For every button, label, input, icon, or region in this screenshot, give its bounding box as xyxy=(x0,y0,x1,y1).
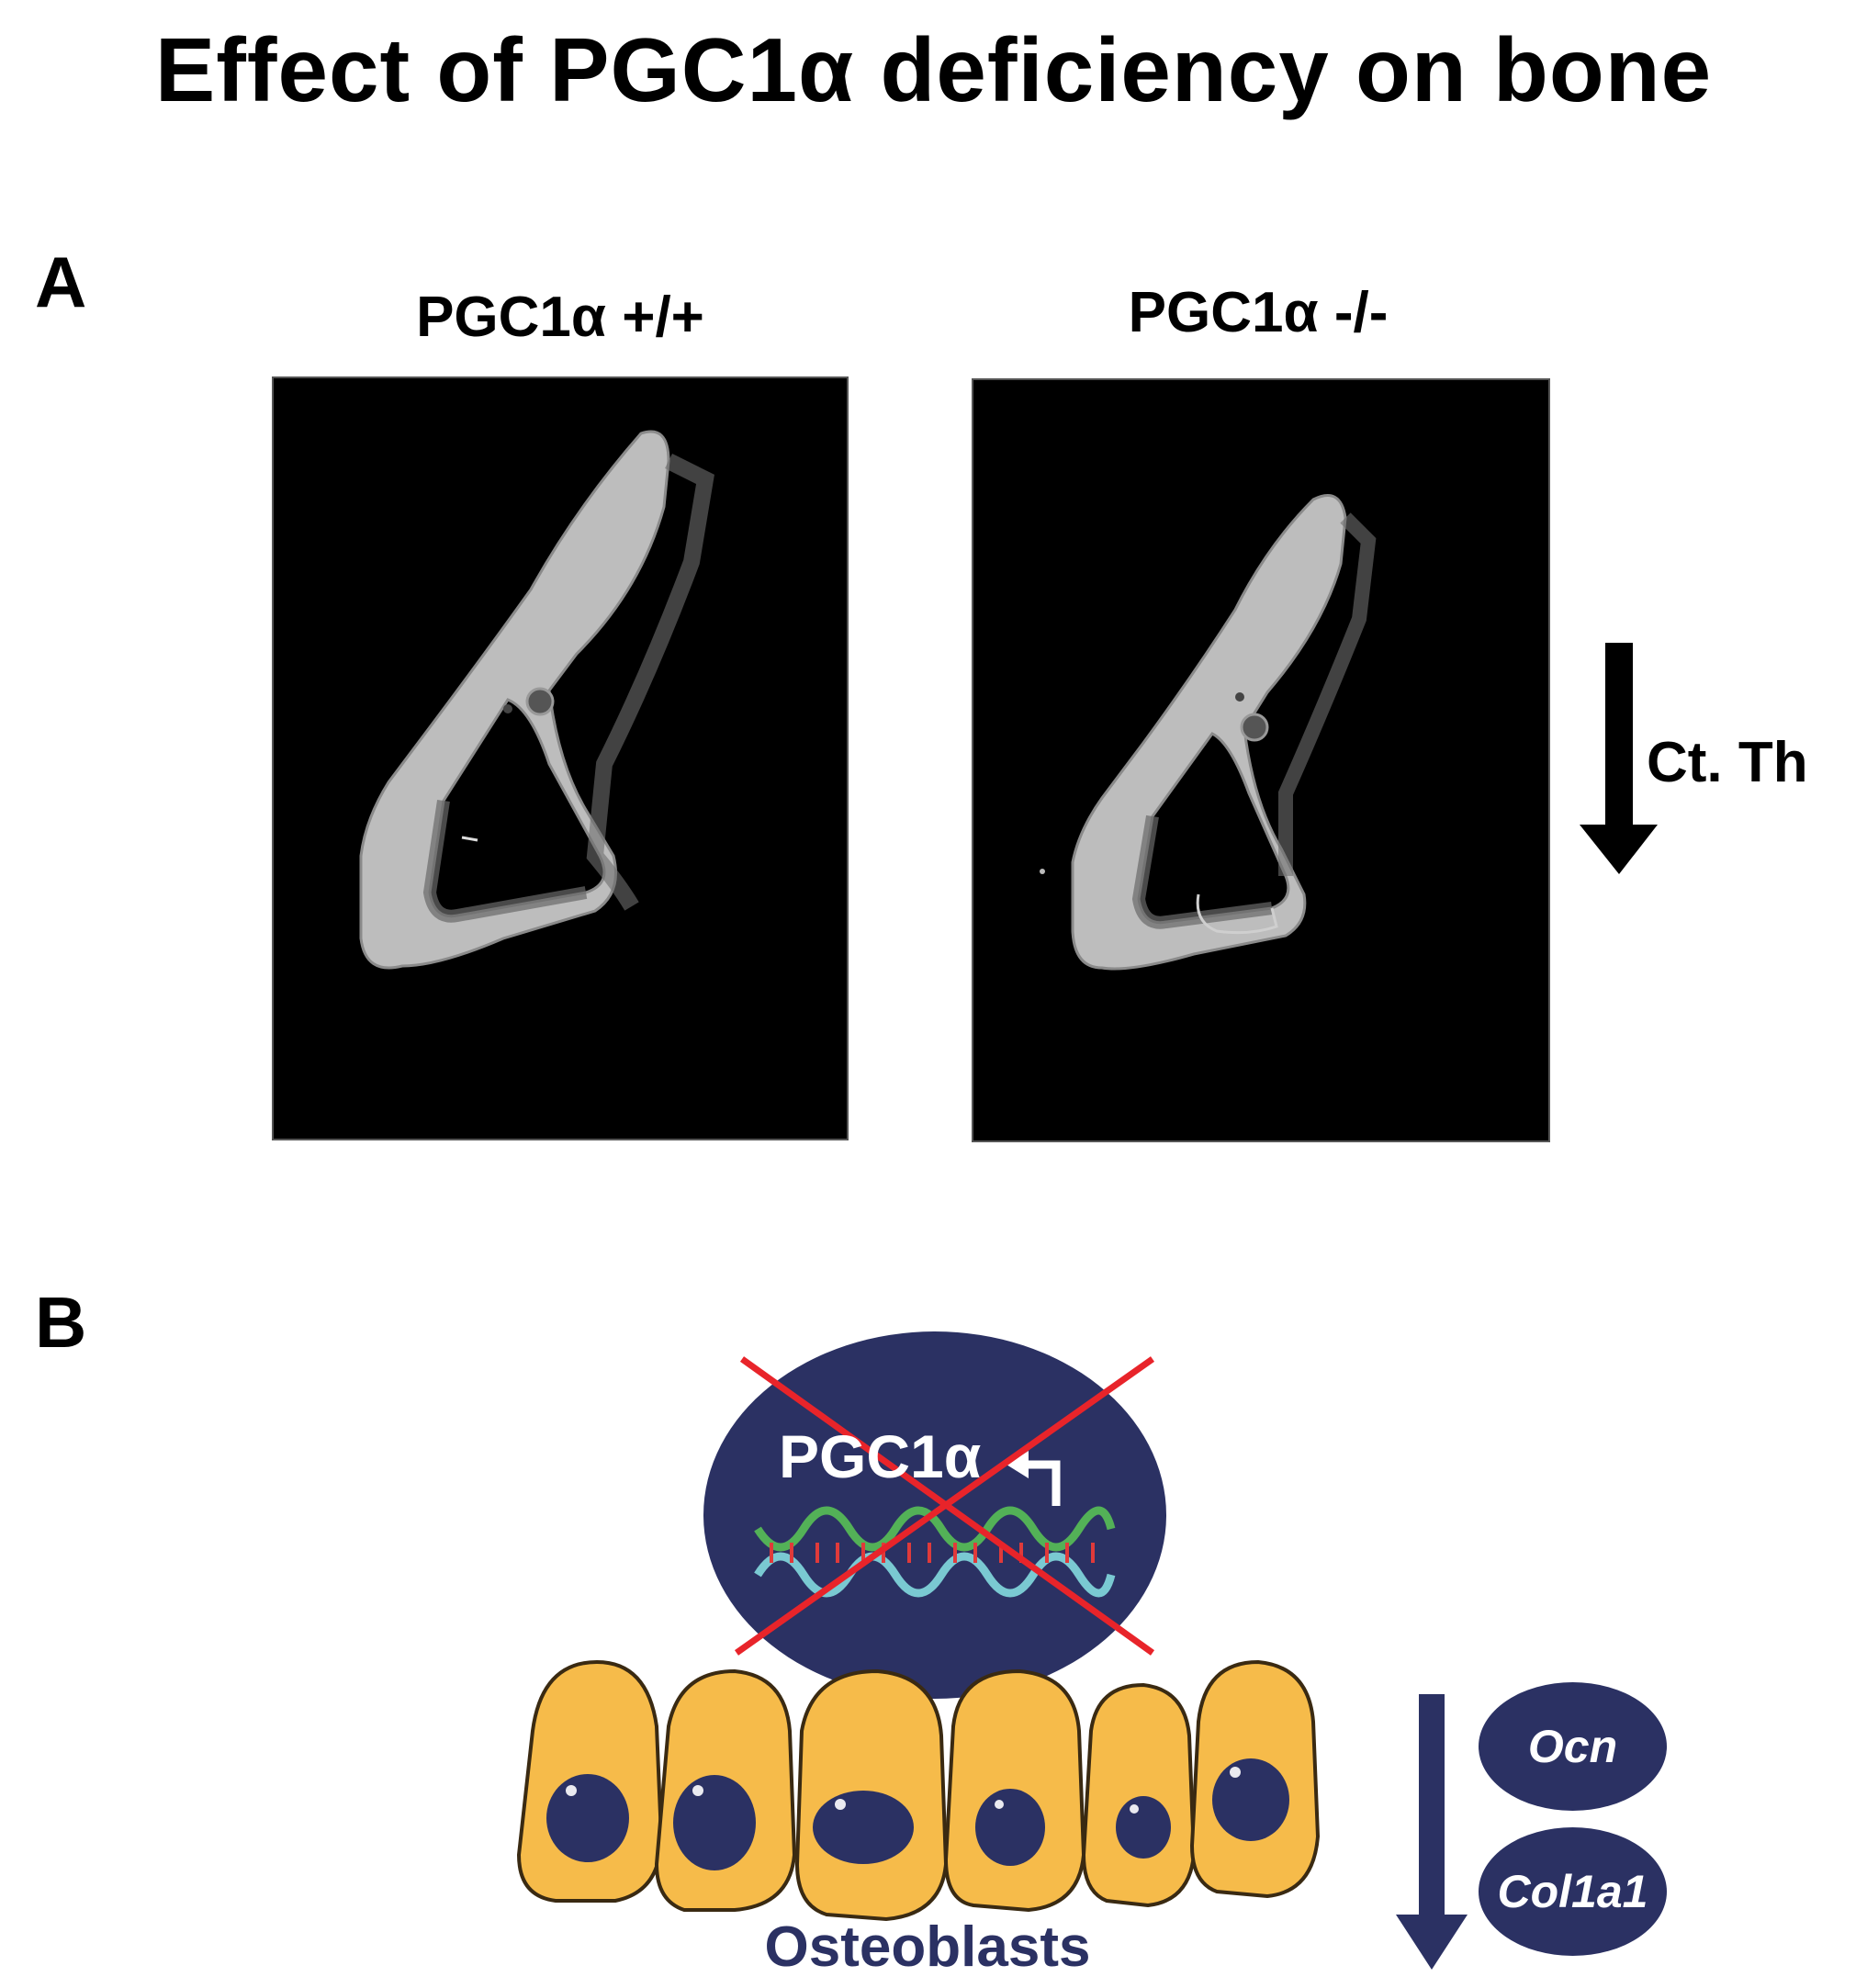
osteoblast-cells xyxy=(516,1659,1321,1922)
panel-a-letter: A xyxy=(35,241,87,322)
wildtype-micro-ct-image xyxy=(272,376,849,1140)
marker-col1a1: Col1a1 xyxy=(1479,1827,1667,1956)
marker-decrease-arrow-icon xyxy=(1396,1694,1468,1970)
knockout-micro-ct-image xyxy=(972,378,1550,1142)
pgc1a-gene-label: PGC1α xyxy=(779,1422,982,1490)
decrease-arrow-icon xyxy=(1580,643,1658,874)
cell-nuclei xyxy=(546,1758,1289,1870)
osteoblasts-label: Osteoblasts xyxy=(764,1915,1091,1979)
marker-ocn: Ocn xyxy=(1479,1682,1667,1811)
osteoblast-diagram xyxy=(516,1331,1468,1970)
knockout-label: PGC1α -/- xyxy=(1128,281,1389,344)
cortical-thickness-label: Ct. Th xyxy=(1647,731,1808,794)
promoter-arrow-icon xyxy=(1021,1460,1061,1506)
knockout-bone-cross-section xyxy=(1040,494,1377,971)
page-title: Effect of PGC1α deficiency on bone xyxy=(154,19,1713,120)
wildtype-label: PGC1α +/+ xyxy=(416,286,704,349)
dna-helix-icon xyxy=(754,1506,1116,1598)
wildtype-bone-cross-section xyxy=(359,430,714,970)
panel-b-letter: B xyxy=(35,1282,87,1363)
